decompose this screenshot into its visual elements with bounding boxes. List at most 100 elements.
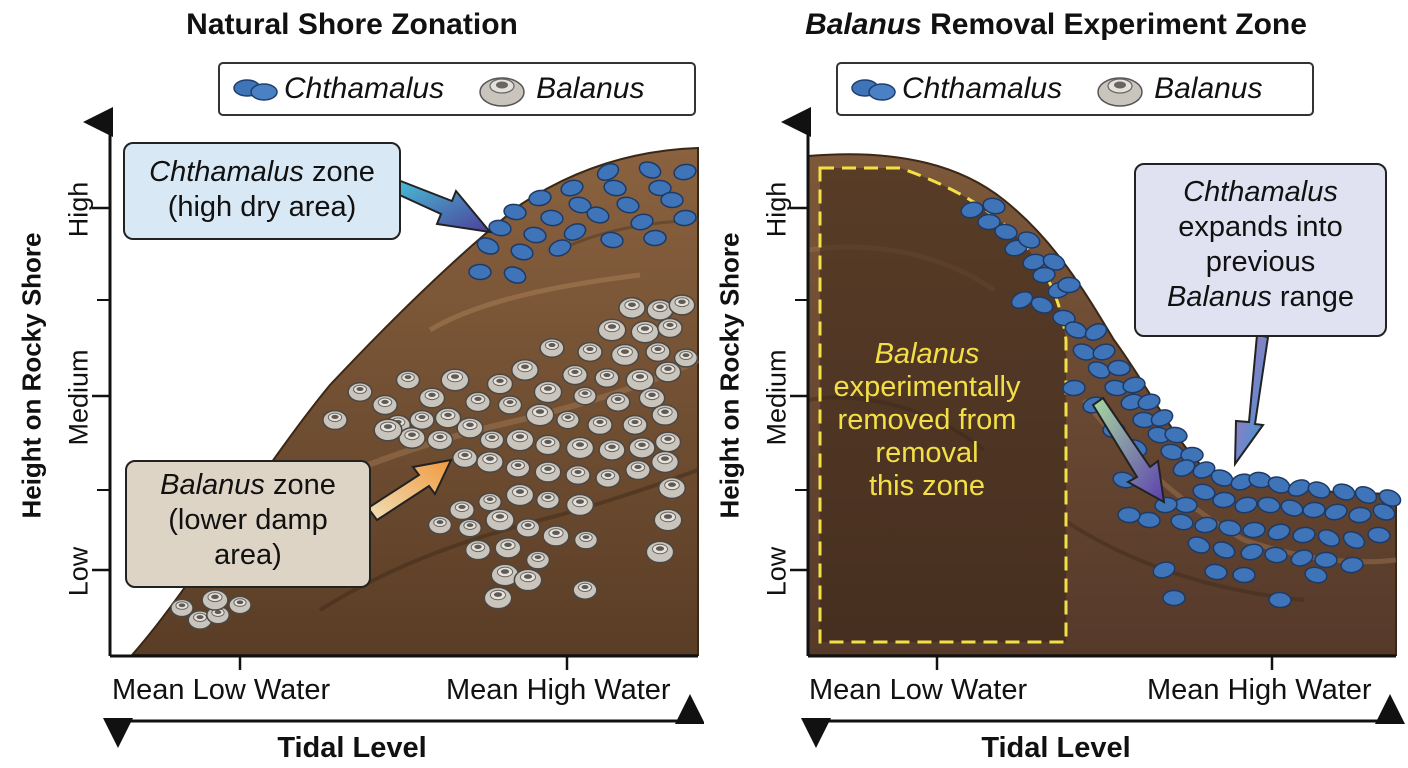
chthamalus-barnacle [1302, 501, 1326, 519]
chthamalus-barnacle [1287, 479, 1311, 497]
chthamalus-barnacle [1172, 459, 1196, 477]
x-tick-mean-low-water: Mean Low Water [809, 674, 1028, 706]
chthamalus-barnacle [563, 223, 587, 241]
chthamalus-barnacle [1348, 506, 1372, 524]
balanus-barnacle [657, 476, 687, 500]
chthamalus-barnacle [1092, 343, 1116, 361]
balanus-barnacle [597, 318, 627, 342]
chthamalus-barnacle [960, 201, 984, 219]
legend-label: Balanus [536, 72, 645, 105]
x-axis [808, 654, 1396, 670]
chthamalus-icon [233, 79, 278, 101]
x-tick-mean-high-water: Mean High Water [1147, 674, 1372, 706]
chthamalus-barnacle [1332, 483, 1356, 501]
balanus-barnacle [373, 418, 403, 442]
chthamalus-barnacle [1234, 496, 1258, 514]
balanus-barnacle [228, 595, 252, 615]
chthamalus-barnacle [660, 191, 684, 209]
chthamalus-barnacle [1264, 546, 1288, 564]
balanus-barnacle [513, 568, 543, 592]
callout-line: Chthamalus zone [149, 156, 375, 188]
balanus-barnacle [610, 343, 640, 367]
balanus-barnacle [395, 370, 421, 390]
legend-label: Balanus [1154, 72, 1263, 105]
balanus-barnacle [347, 382, 373, 402]
legend-item-chthamalus: Chthamalus [230, 72, 444, 106]
chthamalus-barnacle [1057, 276, 1081, 294]
legend-label: Chthamalus [902, 72, 1063, 105]
panel-title: Natural Shore Zonation [186, 8, 518, 41]
note-line: Balanus [874, 338, 980, 370]
balanus-barnacle [497, 395, 523, 415]
chthamalus-barnacle [523, 226, 547, 244]
x-tick-mean-low-water: Mean Low Water [112, 674, 331, 706]
balanus-zone-callout: Balanus zone (lower damp area) [125, 460, 371, 588]
callout-line: previous [1205, 246, 1316, 278]
chthamalus-barnacle [638, 161, 662, 179]
balanus-barnacle [398, 427, 426, 449]
balanus-barnacle [650, 450, 680, 474]
legend: Chthamalus Balanus [836, 62, 1314, 116]
balanus-barnacle [485, 508, 515, 532]
callout-line: expands into [1178, 211, 1343, 243]
legend-label: Chthamalus [284, 72, 445, 105]
y-tick-medium: Medium [63, 349, 94, 446]
chthamalus-barnacle [1240, 543, 1264, 561]
balanus-cluster [170, 294, 699, 630]
balanus-barnacle [657, 317, 683, 339]
callout-line: area) [214, 539, 282, 571]
balanus-barnacle [651, 404, 679, 426]
balanus-barnacle [572, 580, 598, 600]
y-axis [83, 107, 113, 656]
balanus-barnacle [595, 467, 621, 489]
y-axis-label: Height on Rocky Shore [714, 232, 745, 519]
chthamalus-barnacle [1218, 519, 1242, 537]
chthamalus-barnacle [1192, 483, 1216, 501]
removal-zone-shade [820, 168, 1066, 642]
chthamalus-barnacle [1017, 231, 1041, 249]
callout-line: (lower damp [168, 504, 328, 536]
legend-item-balanus: Balanus [1094, 70, 1263, 108]
chthamalus-barnacle [1342, 531, 1366, 549]
chthamalus-barnacle [1052, 309, 1076, 327]
chthamalus-barnacle [503, 203, 527, 221]
balanus-barnacle [201, 589, 229, 611]
shore-illustration [83, 107, 704, 748]
balanus-barnacle [456, 417, 484, 439]
balanus-barnacle [565, 436, 595, 460]
callout-pointer-arrow [1233, 333, 1270, 468]
chthamalus-barnacle [1292, 526, 1316, 544]
chthamalus-barnacle [1122, 376, 1146, 394]
callout-line: (high dry area) [167, 191, 357, 223]
chthamalus-barnacle [1170, 513, 1194, 531]
natural-zonation-panel: Natural Shore Zonation Chthamalus Balanu… [17, 8, 704, 764]
balanus-barnacle [426, 429, 454, 451]
balanus-barnacle [573, 530, 599, 550]
chthamalus-barnacle [1154, 496, 1178, 514]
balanus-barnacle [625, 368, 655, 392]
balanus-barnacle [434, 407, 462, 429]
chthamalus-barnacle [1367, 526, 1391, 544]
chthamalus-barnacle [1204, 563, 1228, 581]
chthamalus-barnacle [1317, 529, 1341, 547]
balanus-barnacle [372, 394, 398, 416]
balanus-barnacle [577, 341, 603, 363]
chthamalus-barnacle [1314, 551, 1338, 569]
balanus-barnacle [645, 540, 675, 564]
chthamalus-barnacle [1187, 536, 1211, 554]
balanus-barnacle [486, 373, 514, 395]
balanus-barnacle [654, 361, 682, 383]
chthamalus-barnacle [673, 163, 697, 181]
chthamalus-barnacle [488, 219, 512, 237]
balanus-barnacle [594, 367, 620, 389]
chthamalus-barnacle [1242, 521, 1266, 539]
chthamalus-barnacle [1030, 296, 1054, 314]
balanus-barnacle [668, 294, 696, 316]
chthamalus-barnacle [1042, 253, 1066, 271]
chthamalus-barnacle [1162, 589, 1186, 607]
chthamalus-barnacle [1372, 503, 1396, 521]
chthamalus-barnacle [648, 179, 672, 197]
chthamalus-barnacle [1084, 323, 1108, 341]
x-axis-label: Tidal Level [277, 732, 427, 764]
chthamalus-barnacle [1232, 566, 1256, 584]
